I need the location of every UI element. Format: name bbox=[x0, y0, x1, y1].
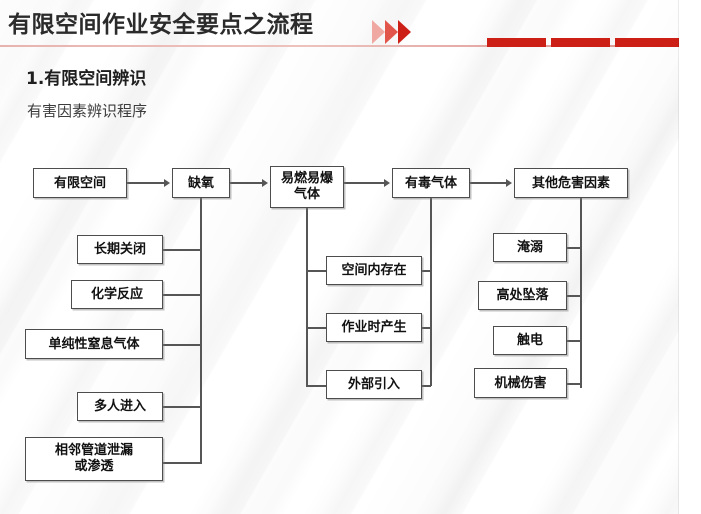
trunk-queyang bbox=[200, 198, 202, 464]
chevron-right-icon-2 bbox=[385, 20, 398, 44]
node-duorenjinru[interactable]: 多人进入 bbox=[77, 392, 163, 421]
connector-kongjianneicunzai-right bbox=[422, 270, 431, 272]
accent-bar-3 bbox=[615, 38, 679, 47]
page-title: 有限空间作业安全要点之流程 bbox=[8, 12, 314, 38]
connector-jixieshanghai bbox=[567, 383, 582, 385]
connector-kongjianneicunzai-left bbox=[306, 270, 327, 272]
connector-changqiguanbi bbox=[163, 249, 201, 251]
connector-yanni bbox=[567, 247, 582, 249]
node-youxiankongjian[interactable]: 有限空间 bbox=[33, 168, 127, 198]
section-heading: 1.有限空间辨识 bbox=[26, 69, 147, 89]
trunk-youduqiti bbox=[430, 198, 432, 386]
node-xianglinguandao[interactable]: 相邻管道泄漏 或渗透 bbox=[25, 437, 163, 481]
connector-queyang-to-yiranyibao bbox=[230, 182, 263, 184]
node-changqiguanbi[interactable]: 长期关闭 bbox=[77, 235, 163, 264]
arrowhead-to-youduqiti bbox=[384, 179, 390, 187]
connector-huaxuefanying bbox=[163, 294, 201, 296]
node-waibuyinru[interactable]: 外部引入 bbox=[326, 370, 422, 399]
slide-right-border bbox=[678, 0, 679, 514]
connector-youxiankongjian-to-queyang bbox=[127, 182, 165, 184]
node-chudian[interactable]: 触电 bbox=[493, 326, 567, 355]
connector-gaochuzhuiluo bbox=[567, 295, 582, 297]
slide-right-margin bbox=[679, 0, 701, 514]
connector-yiranyibao-to-youduqiti bbox=[344, 182, 385, 184]
node-youduqiti[interactable]: 有毒气体 bbox=[392, 168, 470, 198]
node-huaxuefanying[interactable]: 化学反应 bbox=[71, 280, 163, 309]
chevron-right-icon-3 bbox=[398, 20, 411, 44]
node-gaochuzhuiluo[interactable]: 高处坠落 bbox=[478, 281, 567, 310]
connector-zuoyeshichansheng-right bbox=[422, 327, 431, 329]
trunk-yiranyibao bbox=[306, 208, 308, 386]
node-yiranyibao-line2: 气体 bbox=[293, 187, 320, 202]
node-zuoyeshichansheng[interactable]: 作业时产生 bbox=[326, 313, 422, 342]
connector-xianglinguandao bbox=[163, 462, 201, 464]
node-yiranyibao[interactable]: 易燃易爆 气体 bbox=[270, 166, 344, 208]
connector-youduqiti-to-qitaweihai bbox=[470, 182, 507, 184]
connector-zuoyeshichansheng-left bbox=[306, 327, 327, 329]
node-yanni[interactable]: 淹溺 bbox=[493, 233, 567, 262]
trunk-qitaweihai bbox=[580, 198, 582, 388]
section-subheading: 有害因素辨识程序 bbox=[27, 102, 148, 120]
accent-bar-2 bbox=[551, 38, 610, 47]
node-kongjianneicunzai[interactable]: 空间内存在 bbox=[326, 256, 422, 285]
arrowhead-to-yiranyibao bbox=[262, 179, 268, 187]
connector-waibuyinru-left bbox=[306, 385, 327, 387]
node-jixieshanghai[interactable]: 机械伤害 bbox=[474, 368, 567, 398]
connector-danchunxing bbox=[163, 344, 201, 346]
node-danchunxing[interactable]: 单纯性窒息气体 bbox=[25, 329, 163, 359]
accent-bar-1 bbox=[487, 38, 546, 47]
arrowhead-to-queyang bbox=[164, 179, 170, 187]
node-queyang[interactable]: 缺氧 bbox=[172, 168, 230, 198]
slide-header: 有限空间作业安全要点之流程 bbox=[0, 0, 701, 52]
node-yiranyibao-line1: 易燃易爆 bbox=[280, 171, 333, 186]
node-xianglinguandao-line1: 相邻管道泄漏 bbox=[54, 443, 133, 458]
chevron-right-icon-1 bbox=[372, 20, 385, 44]
header-accent-bars bbox=[487, 38, 679, 47]
connector-chudian bbox=[567, 340, 582, 342]
node-xianglinguandao-line2: 或渗透 bbox=[74, 459, 114, 474]
arrowhead-to-qitaweihai bbox=[506, 179, 512, 187]
header-divider-line bbox=[0, 45, 679, 47]
triple-chevron-right-icon bbox=[372, 20, 426, 44]
connector-waibuyinru-right bbox=[422, 385, 431, 387]
connector-duorenjinru bbox=[163, 406, 201, 408]
node-qitaweihai[interactable]: 其他危害因素 bbox=[514, 168, 628, 198]
